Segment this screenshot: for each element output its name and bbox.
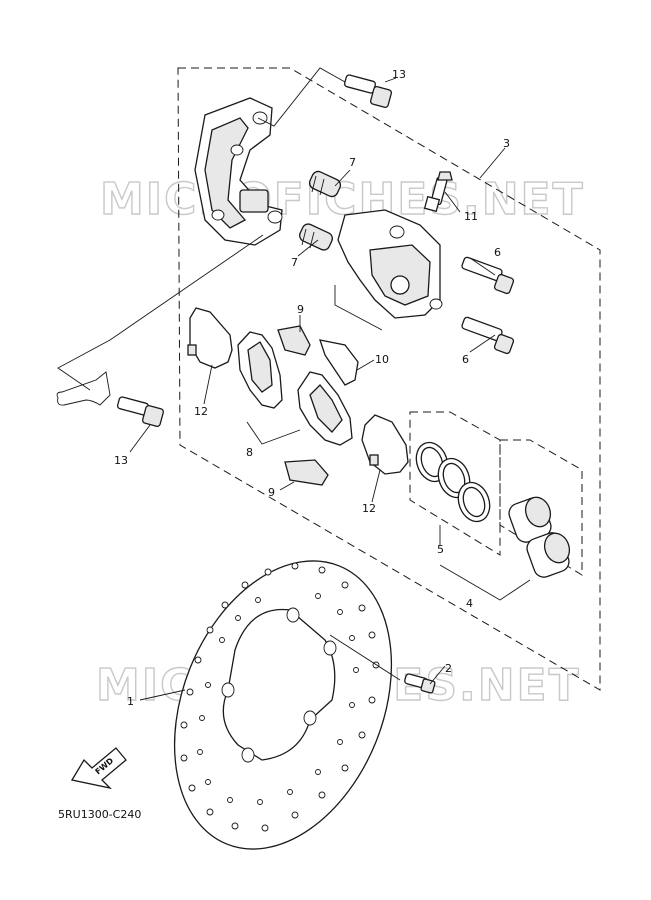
callout-13-top: 13	[392, 68, 406, 81]
hose-clip	[56, 371, 111, 406]
callout-2: 2	[445, 662, 452, 675]
callout-7-upper: 7	[349, 156, 356, 169]
diagram-code: 5RU1300-C240	[58, 808, 141, 821]
pistons	[508, 496, 571, 578]
callout-8: 8	[246, 446, 253, 459]
caliper-bracket	[194, 97, 283, 246]
callout-13-left: 13	[114, 454, 128, 467]
callout-12-right: 12	[362, 502, 376, 515]
bleed-screw	[423, 171, 453, 213]
callout-7-lower: 7	[291, 256, 298, 269]
brake-disc	[173, 560, 393, 850]
callout-9-upper: 9	[297, 303, 304, 316]
assembly-outline	[177, 67, 601, 691]
guide-bolt-upper	[461, 256, 515, 295]
guide-bolt-lower	[461, 316, 515, 355]
boot-lower	[299, 223, 333, 251]
callout-4: 4	[466, 597, 473, 610]
leader-lines	[57, 67, 531, 701]
pad-shim-right	[297, 371, 353, 446]
callout-9-lower: 9	[268, 486, 275, 499]
callout-5: 5	[437, 543, 444, 556]
callout-12-left: 12	[194, 405, 208, 418]
disc-bolt	[404, 673, 436, 694]
pad-spring	[319, 339, 359, 386]
callout-10: 10	[375, 353, 389, 366]
caliper-body	[337, 209, 443, 319]
boot-upper	[308, 170, 342, 198]
pad-support-lower	[284, 459, 329, 486]
brake-pad-right	[361, 414, 409, 475]
mounting-bolt-left	[116, 396, 164, 427]
callout-1: 1	[127, 695, 134, 708]
watermark-top: MICROFICHES.NET	[100, 174, 585, 225]
callout-11: 11	[464, 210, 478, 223]
piston-seals	[415, 441, 491, 523]
disc-vent-holes	[180, 562, 380, 832]
brake-pad-left	[187, 307, 233, 369]
pad-shim-left	[237, 331, 283, 409]
mounting-bolt-top	[343, 74, 392, 108]
fwd-arrow-icon: FWD	[70, 747, 127, 790]
callout-6-upper: 6	[494, 246, 501, 259]
seal-kit-outline	[409, 411, 501, 556]
pad-support-upper	[277, 325, 311, 356]
callout-3: 3	[503, 137, 510, 150]
piston-kit-outline	[499, 439, 583, 576]
callout-6-lower: 6	[462, 353, 469, 366]
